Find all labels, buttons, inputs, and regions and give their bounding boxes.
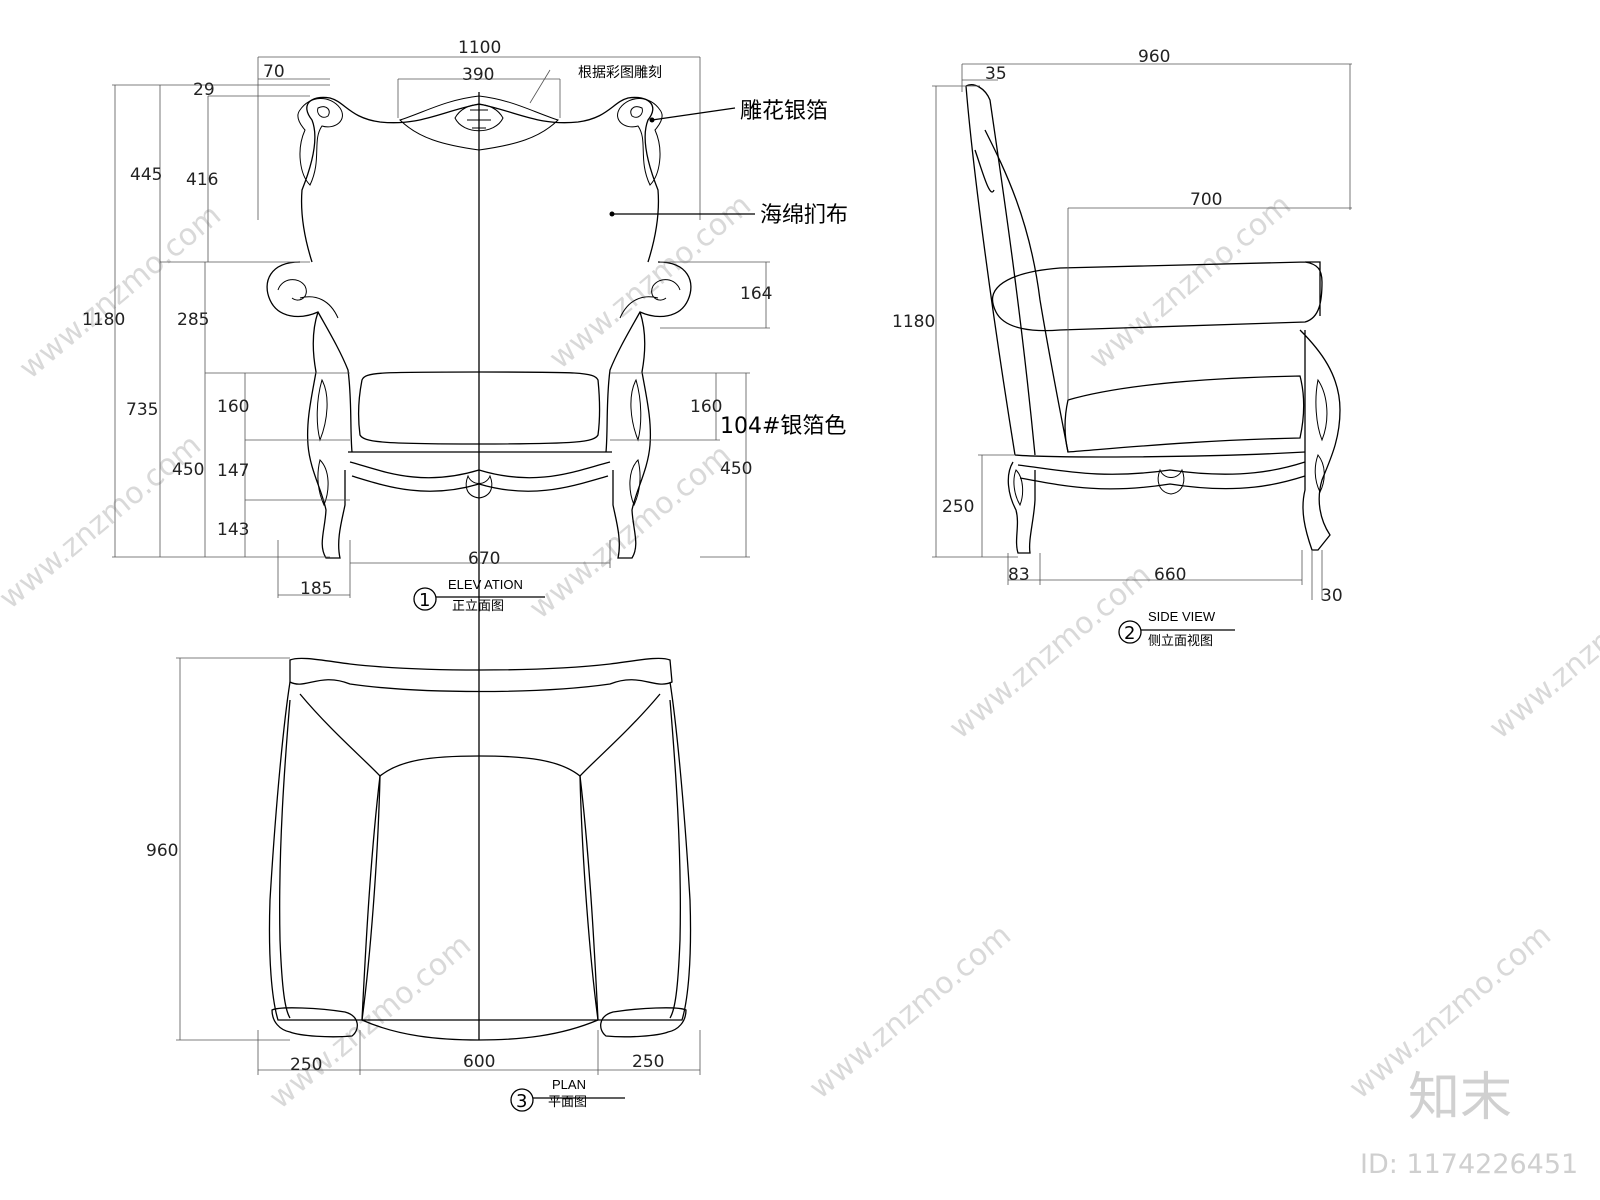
elevation-back-outline (300, 96, 660, 263)
side-dim-front-leg: 83 (1008, 565, 1030, 585)
plan-dim-left-arm: 250 (290, 1055, 322, 1075)
plan-dim-seat: 600 (463, 1052, 495, 1072)
apron-shell (465, 474, 493, 499)
side-dim-height: 1180 (892, 312, 935, 332)
side-front-leg (1007, 461, 1036, 554)
dim-arm-band: 285 (177, 310, 209, 330)
elevation-number-circle (413, 587, 437, 611)
side-seat (1064, 375, 1305, 453)
plan-right-arm (579, 693, 681, 1021)
watermark-layer: www.znzmo.com www.znzmo.com www.znzmo.co… (0, 188, 1600, 1180)
side-back (965, 84, 1036, 456)
side-dim-tilt: 35 (985, 64, 1007, 84)
leader-silver-leaf-dot (649, 117, 655, 123)
dim-leg: 143 (217, 520, 249, 540)
dim-total-height: 1180 (82, 310, 125, 330)
watermark-site-5: www.znzmo.com (523, 438, 738, 627)
note-carving: 根据彩图雕刻 (578, 65, 662, 81)
left-arm-scroll (277, 279, 339, 507)
plan-number-circle (510, 1088, 534, 1112)
watermark-id: ID: 1174226451 (1360, 1149, 1578, 1180)
side-back-cushion (984, 129, 1069, 453)
dim-seat-height: 450 (172, 460, 204, 480)
crest-carving (399, 95, 559, 151)
dim-back-inner: 416 (186, 170, 218, 190)
side-title-cn: 侧立面视图 (1148, 633, 1213, 648)
dim-inner-width: 670 (468, 549, 500, 569)
elevation-title-cn: 正立面图 (452, 598, 504, 613)
side-dim-base-depth: 660 (1154, 565, 1186, 585)
dim-arm-width: 185 (300, 579, 332, 599)
elevation-dimension-lines (112, 56, 770, 598)
watermark-brand: 知末 (1408, 1068, 1512, 1128)
side-rail-shell (1157, 468, 1185, 495)
watermark-site-7: www.znzmo.com (1483, 558, 1600, 747)
label-fabric: 海绵扪布 (760, 203, 848, 228)
label-silver-leaf: 雕花银箔 (740, 99, 828, 124)
front-apron (348, 451, 612, 492)
side-arm (991, 261, 1323, 332)
dim-arm-roll: 164 (740, 284, 772, 304)
watermark-site-1: www.znzmo.com (13, 198, 228, 387)
elevation-number: 1 (419, 590, 430, 611)
elevation-title-en: ELEV ATION (448, 577, 523, 592)
plan-view: 960 250 600 250 3 PLAN 平面图 (146, 657, 701, 1112)
side-back-leg-carving (1314, 378, 1328, 494)
side-rail (1014, 451, 1306, 490)
watermark-site-4: www.znzmo.com (0, 428, 208, 617)
side-title-en: SIDE VIEW (1148, 609, 1216, 624)
dim-lower-height: 735 (126, 400, 158, 420)
plan-title-cn: 平面图 (548, 1094, 587, 1109)
side-dim-leg-height: 250 (942, 497, 974, 517)
left-ear-carving (297, 98, 343, 186)
side-dim-back-leg: 30 (1321, 586, 1343, 606)
seat-cushion (358, 371, 601, 445)
dim-seat-thickness-right: 160 (690, 397, 722, 417)
leader-fabric-dot (609, 211, 615, 217)
side-dimension-lines (932, 63, 1352, 600)
side-front-leg-carving (1013, 469, 1024, 507)
plan-outer (268, 681, 692, 1021)
dim-crest-top: 29 (193, 80, 215, 100)
side-number-circle (1118, 620, 1142, 644)
left-arm (266, 261, 353, 559)
watermark-site-6: www.znzmo.com (943, 558, 1158, 747)
dim-seat-thickness: 160 (217, 397, 249, 417)
side-view: 960 35 700 1180 250 83 660 30 2 SIDE VIE… (892, 47, 1352, 648)
elevation-view: 1100 70 390 29 445 416 1180 285 735 160 … (82, 38, 848, 1040)
side-dim-seat-depth: 700 (1190, 190, 1222, 210)
dim-crest-offset: 70 (263, 62, 285, 82)
plan-title-en: PLAN (552, 1077, 586, 1092)
dim-crest-width: 390 (462, 65, 494, 85)
side-dim-depth: 960 (1138, 47, 1170, 67)
plan-seat (361, 755, 599, 1041)
plan-dimension-lines (176, 657, 701, 1075)
plan-left-arm (279, 693, 381, 1021)
watermark-site-2: www.znzmo.com (543, 188, 758, 377)
plan-dim-depth: 960 (146, 841, 178, 861)
dim-back-height: 445 (130, 165, 162, 185)
plan-right-front (600, 1007, 687, 1038)
watermark-site-8: www.znzmo.com (263, 928, 478, 1117)
leader-silver-leaf (651, 107, 736, 121)
watermark-site-3: www.znzmo.com (1083, 188, 1298, 377)
plan-left-front (271, 1007, 358, 1038)
watermark-site-9: www.znzmo.com (803, 918, 1018, 1107)
side-number: 2 (1124, 623, 1135, 644)
label-color: 104#银箔色 (720, 414, 846, 439)
dim-apron: 147 (217, 461, 249, 481)
right-ear-carving (617, 98, 663, 186)
right-arm (605, 261, 692, 559)
dim-overall-width: 1100 (458, 38, 501, 58)
side-back-leg (1299, 329, 1341, 551)
right-arm-scroll (619, 279, 681, 507)
plan-dim-right-arm: 250 (632, 1052, 664, 1072)
plan-back (289, 657, 673, 693)
dim-seat-height-right: 450 (720, 459, 752, 479)
plan-number: 3 (516, 1091, 527, 1112)
